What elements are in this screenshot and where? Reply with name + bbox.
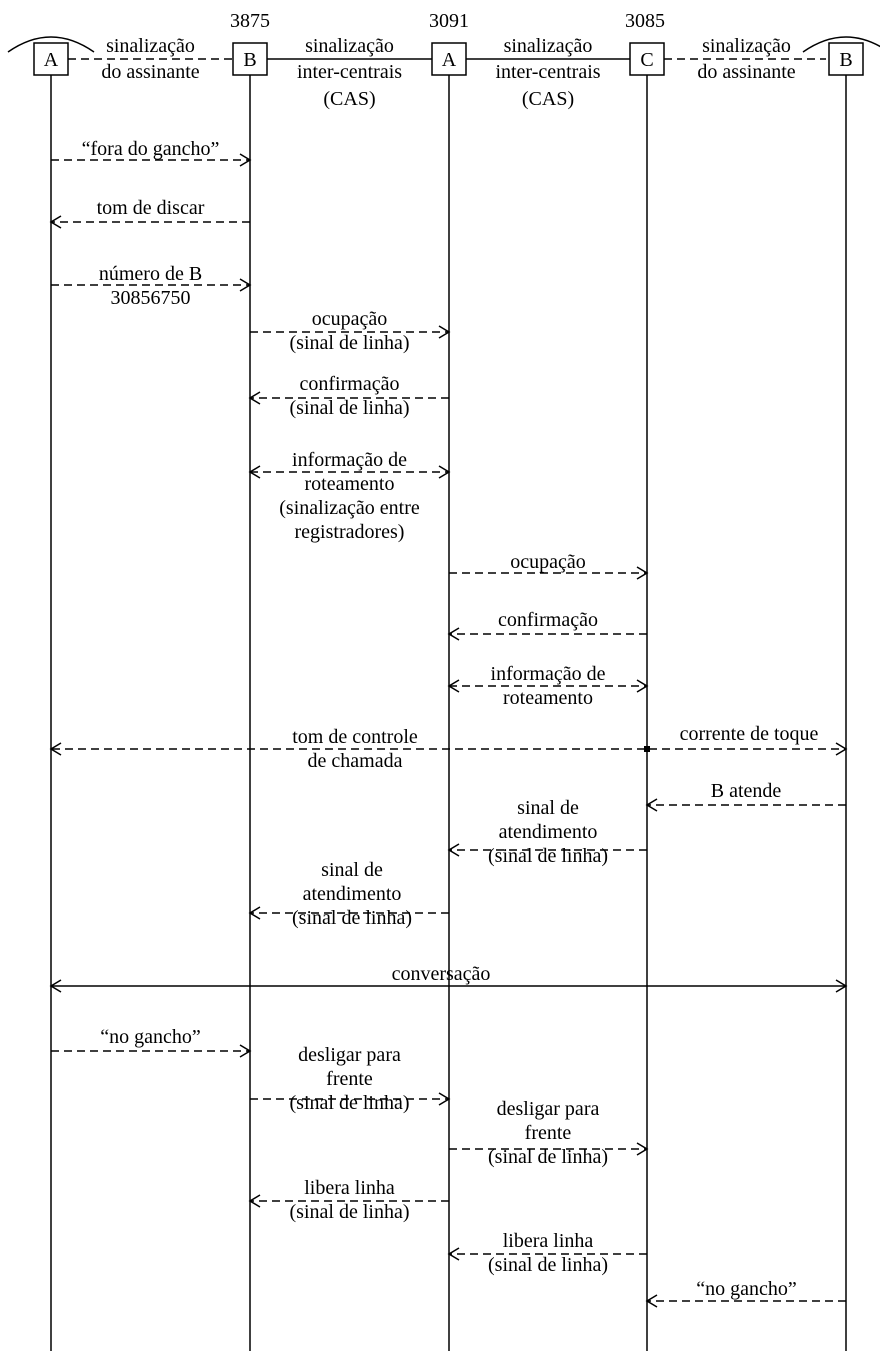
exchange-number: 3085 bbox=[625, 10, 665, 32]
message-label: corrente de toque bbox=[680, 723, 819, 745]
message-label: frente bbox=[326, 1068, 373, 1090]
message-label: (sinalização entre bbox=[279, 497, 420, 519]
message-label: atendimento bbox=[303, 883, 402, 905]
link-4-label-line: sinalização bbox=[702, 35, 791, 57]
message-label: tom de controle bbox=[292, 726, 418, 748]
message-label: conversação bbox=[392, 963, 491, 985]
entity-box-b1 bbox=[232, 42, 268, 76]
entity-box-c1 bbox=[629, 42, 665, 76]
arrowhead bbox=[447, 679, 460, 693]
message-label: (sinal de linha) bbox=[488, 1146, 608, 1168]
link-4-label-line: do assinante bbox=[697, 61, 795, 83]
message-label: “fora do gancho” bbox=[82, 138, 220, 160]
arrowhead bbox=[49, 215, 62, 229]
link-2-label-line: (CAS) bbox=[323, 88, 375, 110]
arrowhead bbox=[438, 325, 451, 339]
arrowhead bbox=[248, 906, 261, 920]
message-label: (sinal de linha) bbox=[488, 1254, 608, 1276]
arrowhead bbox=[447, 627, 460, 641]
message-label: (sinal de linha) bbox=[488, 845, 608, 867]
arrowhead bbox=[438, 465, 451, 479]
message-label: (sinal de linha) bbox=[292, 907, 412, 929]
handset-b-icon bbox=[802, 36, 880, 53]
exchange-number: 3875 bbox=[230, 10, 270, 32]
message-label: desligar para bbox=[298, 1044, 401, 1066]
message-label: ocupação bbox=[510, 551, 586, 573]
message-label: informação de bbox=[292, 449, 407, 471]
message-label: (sinal de linha) bbox=[290, 332, 410, 354]
message-label: roteamento bbox=[305, 473, 395, 495]
arrowhead bbox=[49, 742, 62, 756]
arrowhead bbox=[438, 1092, 451, 1106]
message-label: “no gancho” bbox=[100, 1026, 201, 1048]
message-label: (sinal de linha) bbox=[290, 397, 410, 419]
link-1-label-line: do assinante bbox=[101, 61, 199, 83]
arrowhead bbox=[239, 153, 252, 167]
arrowhead bbox=[239, 1044, 252, 1058]
message-label: “no gancho” bbox=[696, 1278, 797, 1300]
link-2-label-line: sinalização bbox=[305, 35, 394, 57]
message-label: de chamada bbox=[308, 750, 403, 772]
arrowhead bbox=[645, 1294, 658, 1308]
entity-box-b2 bbox=[828, 42, 864, 76]
entity-box-a1 bbox=[33, 42, 69, 76]
message-label: sinal de bbox=[517, 797, 579, 819]
entity-box-a2 bbox=[431, 42, 467, 76]
link-3-label-line: sinalização bbox=[504, 35, 593, 57]
message-label: informação de bbox=[491, 663, 606, 685]
arrowhead bbox=[835, 742, 848, 756]
message-label: libera linha bbox=[304, 1177, 395, 1199]
link-2-label-bg bbox=[294, 34, 405, 56]
message-label: confirmação bbox=[498, 609, 598, 631]
message-label: (sinal de linha) bbox=[290, 1092, 410, 1114]
arrowhead bbox=[239, 278, 252, 292]
link-1-label-bg bbox=[95, 34, 206, 56]
message-label: atendimento bbox=[499, 821, 598, 843]
message-label: B atende bbox=[711, 780, 782, 802]
arrowhead bbox=[248, 391, 261, 405]
link-1-label-line: sinalização bbox=[106, 35, 195, 57]
link-3-label-line: (CAS) bbox=[522, 88, 574, 110]
message-label: desligar para bbox=[497, 1098, 600, 1120]
message-label: libera linha bbox=[503, 1230, 594, 1252]
entity-label: B bbox=[839, 49, 852, 71]
link-3-label-line: inter-centrais bbox=[495, 61, 600, 83]
message-label: (sinal de linha) bbox=[290, 1201, 410, 1223]
message-label: número de B bbox=[99, 263, 202, 285]
link-4-label-bg bbox=[691, 34, 802, 56]
arrowhead bbox=[447, 1247, 460, 1261]
arrowhead bbox=[636, 566, 649, 580]
entity-label: C bbox=[640, 49, 653, 71]
handset-a-icon bbox=[7, 36, 95, 53]
arrowhead bbox=[49, 979, 62, 993]
entity-label: A bbox=[442, 49, 457, 71]
message-label: 30856750 bbox=[111, 287, 191, 309]
message-label: registradores) bbox=[295, 521, 405, 543]
junction-dot bbox=[644, 746, 650, 752]
entity-label: A bbox=[44, 49, 59, 71]
link-3-label-bg bbox=[493, 34, 603, 56]
arrowhead bbox=[636, 1142, 649, 1156]
exchange-number: 3091 bbox=[429, 10, 469, 32]
arrowhead bbox=[248, 1194, 261, 1208]
arrowhead bbox=[636, 679, 649, 693]
arrowhead bbox=[645, 798, 658, 812]
message-label: ocupação bbox=[312, 308, 388, 330]
arrowhead bbox=[248, 465, 261, 479]
message-label: confirmação bbox=[300, 373, 400, 395]
message-label: roteamento bbox=[503, 687, 593, 709]
arrowhead bbox=[835, 979, 848, 993]
message-label: frente bbox=[525, 1122, 572, 1144]
arrowhead bbox=[447, 843, 460, 857]
message-label: tom de discar bbox=[97, 197, 205, 219]
entity-label: B bbox=[243, 49, 256, 71]
link-2-label-line: inter-centrais bbox=[297, 61, 402, 83]
message-label: sinal de bbox=[321, 859, 383, 881]
